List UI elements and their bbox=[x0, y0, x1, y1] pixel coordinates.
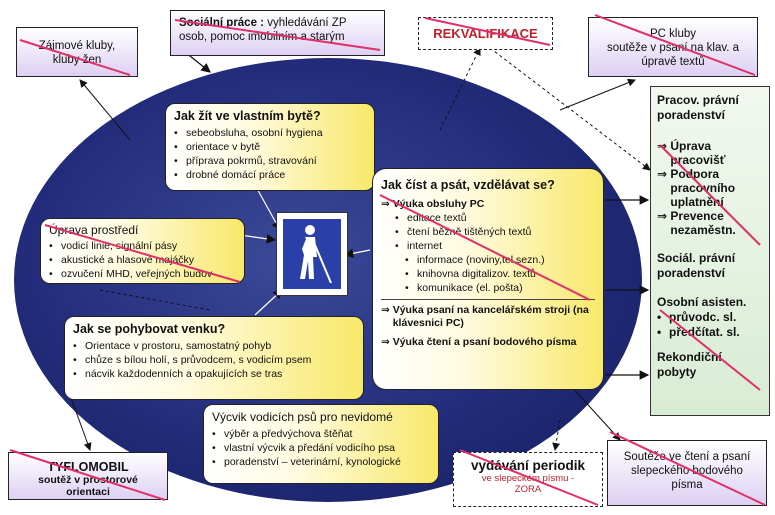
cist-arrow3-text: Výuka čtení a psaní bodového písma bbox=[392, 336, 577, 348]
vycvik-item: výběr a předvýchova štěňat bbox=[212, 427, 430, 441]
green-title3: Osobní asisten. bbox=[657, 295, 747, 309]
cist-arrow2-text: Výuka psaní na kancelářském stroji (na k… bbox=[392, 304, 589, 329]
green-item: ⇒ Podpora pracovního uplatnění bbox=[657, 167, 763, 209]
vycvik-item: poradenství – veterinární, kynologické bbox=[212, 455, 430, 469]
vycvik-item: vlastní výcvik a předání vodicího psa bbox=[212, 441, 430, 455]
byt-item: orientace v bytě bbox=[174, 140, 366, 154]
green-bullet: předčítat. sl. bbox=[657, 325, 763, 340]
green-panel: Pracov. právní poradenství ⇒ Úprava prac… bbox=[650, 86, 770, 416]
periodik-subtitle: ve slepeckém písmu - ZORA bbox=[481, 473, 575, 495]
socialni-prace-title: Sociální práce : bbox=[179, 17, 265, 29]
cist-arrow1: ⇒ Výuka obsluhy PC bbox=[381, 198, 485, 210]
cist-title: Jak číst a psát, vzdělávat se? bbox=[381, 178, 555, 192]
cist-arrow3: ⇒ Výuka čtení a psaní bodového písma bbox=[381, 336, 577, 348]
blind-person-icon bbox=[283, 219, 341, 289]
cist-subitem: knihovna digitalizov. textů bbox=[395, 267, 595, 281]
green-title1: Pracov. právní poradenství bbox=[657, 93, 739, 122]
periodik-title: vydávání periodik bbox=[470, 458, 586, 473]
cist-arrow2: ⇒ Výuka psaní na kancelářském stroji (na… bbox=[381, 304, 595, 330]
cist-subitem: informace (noviny,tel.sezn.) bbox=[395, 253, 595, 267]
pc-kluby-line1: PC kluby bbox=[649, 28, 697, 40]
byt-title: Jak žít ve vlastním bytě? bbox=[174, 109, 321, 123]
blind-person-icon-frame bbox=[276, 212, 348, 296]
byt-item: drobné domácí práce bbox=[174, 168, 366, 182]
cist-subitem: komunikace (el. pošta) bbox=[395, 281, 595, 295]
souteze-box: Soutěže ve čtení a psaní slepeckého bodo… bbox=[607, 440, 767, 506]
byt-item: sebeobsluha, osobní hygiena bbox=[174, 126, 366, 140]
green-item-text: Podpora pracovního uplatnění bbox=[670, 167, 736, 209]
pohybovat-box: Jak se pohybovat venku? Orientace v pros… bbox=[64, 316, 364, 400]
socialni-prace-box: Sociální práce : vyhledávání ZP osob, po… bbox=[170, 10, 385, 56]
uprava-item: akustické a hlasové majáčky bbox=[49, 253, 236, 267]
vycvik-box: Výcvik vodicích psů pro nevidomé výběr a… bbox=[203, 404, 439, 484]
pohybovat-item: Orientace v prostoru, samostatný pohyb bbox=[73, 339, 355, 353]
pohybovat-item: nácvik každodenních a opakujících se tra… bbox=[73, 367, 355, 381]
green-item: ⇒ Prevence nezaměstn. bbox=[657, 209, 763, 237]
cist-separator bbox=[381, 299, 595, 300]
green-title2: Sociál. právní poradenství bbox=[657, 251, 736, 280]
byt-box: Jak žít ve vlastním bytě? sebeobsluha, o… bbox=[165, 103, 375, 191]
pohybovat-item: chůze s bílou holí, s průvodcem, s vodic… bbox=[73, 353, 355, 367]
pc-kluby-box: PC kluby soutěže v psaní na klav. a úpra… bbox=[588, 17, 758, 77]
green-item-text: Úprava pracovišť bbox=[670, 139, 726, 167]
zajmove-kluby-box: Zájmové kluby, kluby žen bbox=[16, 27, 138, 77]
tyflomobil-title: TYFLOMOBIL bbox=[47, 460, 129, 474]
green-bullet: průvodc. sl. bbox=[657, 310, 763, 325]
cist-arrow1-text: Výuka obsluhy PC bbox=[392, 198, 485, 210]
cist-item: internet bbox=[395, 239, 595, 253]
byt-item: příprava pokrmů, stravování bbox=[174, 154, 366, 168]
uprava-item: ozvučení MHD, veřejných budov bbox=[49, 267, 236, 281]
cist-item: čtení běžně tištěných textů bbox=[395, 225, 595, 239]
pc-kluby-line2: soutěže v psaní na klav. a úpravě textů bbox=[606, 42, 740, 68]
pohybovat-title: Jak se pohybovat venku? bbox=[73, 322, 226, 336]
green-item-text: Prevence nezaměstn. bbox=[670, 209, 736, 237]
socialni-prace-text: vyhledávání ZP osob, pomoc imobilním a s… bbox=[179, 17, 347, 43]
green-title4: Rekondiční pobyty bbox=[657, 350, 722, 379]
vycvik-title: Výcvik vodicích psů pro nevidomé bbox=[212, 410, 393, 424]
